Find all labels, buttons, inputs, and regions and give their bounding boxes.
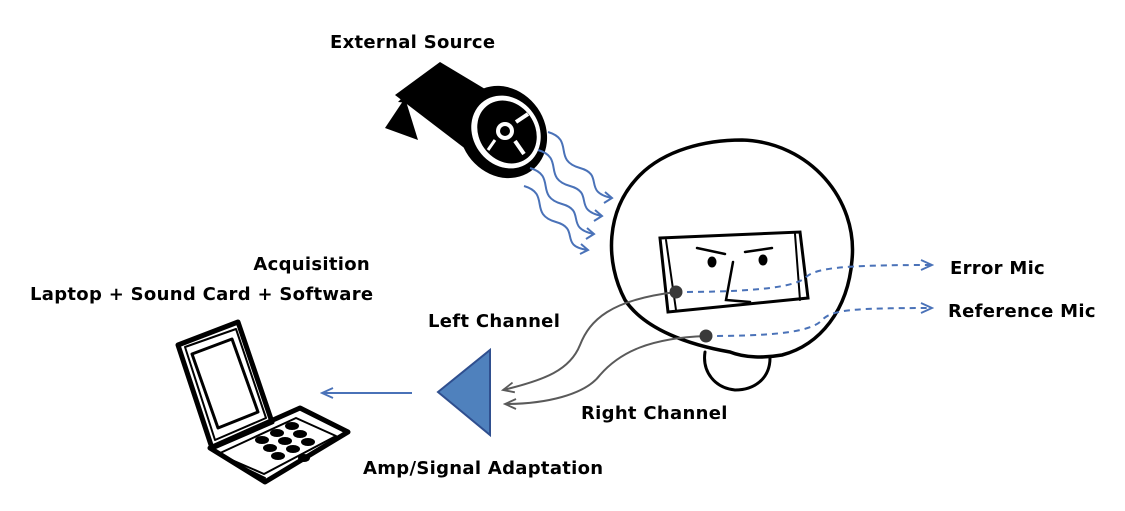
laptop-icon	[175, 319, 351, 485]
mic-signal-lines	[675, 265, 932, 337]
right-channel-label: Right Channel	[581, 403, 728, 424]
reference-mic-label: Reference Mic	[948, 301, 1096, 322]
error-mic-dot	[669, 285, 683, 299]
amplifier-triangle-icon	[436, 347, 491, 438]
error-mic-label: Error Mic	[950, 258, 1046, 279]
reference-mic-dot	[699, 329, 713, 343]
left-channel-label: Left Channel	[428, 311, 561, 332]
left-channel-cable	[503, 291, 677, 390]
right-channel-cable	[505, 335, 707, 404]
channel-cables	[503, 291, 707, 404]
amp-signal-adaptation-label: Amp/Signal Adaptation	[363, 458, 604, 479]
sound-waves-icon	[523, 131, 614, 255]
external-source-label: External Source	[330, 32, 496, 53]
error-mic-line	[675, 265, 932, 293]
helmet-icon	[609, 138, 855, 392]
reference-mic-line	[705, 308, 932, 337]
acquisition-title-label: Acquisition	[253, 254, 370, 275]
acquisition-detail-label: Laptop + Sound Card + Software	[30, 284, 374, 305]
megaphone-icon	[385, 62, 548, 179]
